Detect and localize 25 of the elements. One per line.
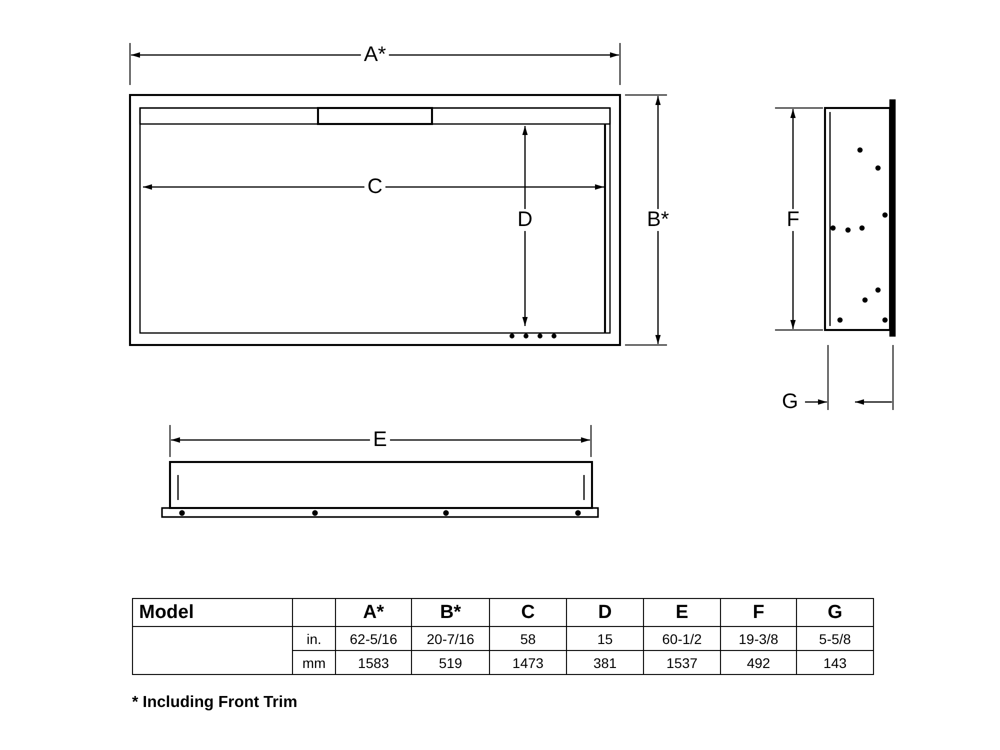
header-cell: B* (412, 598, 490, 626)
value-cell: 1473 (490, 650, 566, 674)
value-cell: 519 (412, 650, 490, 674)
value-cell: 1537 (644, 650, 720, 674)
value-cell: 60-1/2 (644, 626, 720, 650)
value-cell: 15 (566, 626, 644, 650)
value-cell: 492 (720, 650, 796, 674)
header-cell: C (490, 598, 566, 626)
value-cell: 143 (796, 650, 874, 674)
header-cell: G (796, 598, 874, 626)
unit-cell: in. (292, 626, 336, 650)
header-cell: F (720, 598, 796, 626)
header-cell: A* (336, 598, 412, 626)
value-cell: 1583 (336, 650, 412, 674)
value-cell: 62-5/16 (336, 626, 412, 650)
value-cell: 19-3/8 (720, 626, 796, 650)
header-cell: Model (132, 598, 292, 626)
header-cell: D (566, 598, 644, 626)
value-cell: 381 (566, 650, 644, 674)
footnote: * Including Front Trim (132, 694, 298, 712)
value-cell: 58 (490, 626, 566, 650)
unit-cell: mm (292, 650, 336, 674)
value-cell: 5-5/8 (796, 626, 874, 650)
header-cell: E (644, 598, 720, 626)
value-cell: 20-7/16 (412, 626, 490, 650)
